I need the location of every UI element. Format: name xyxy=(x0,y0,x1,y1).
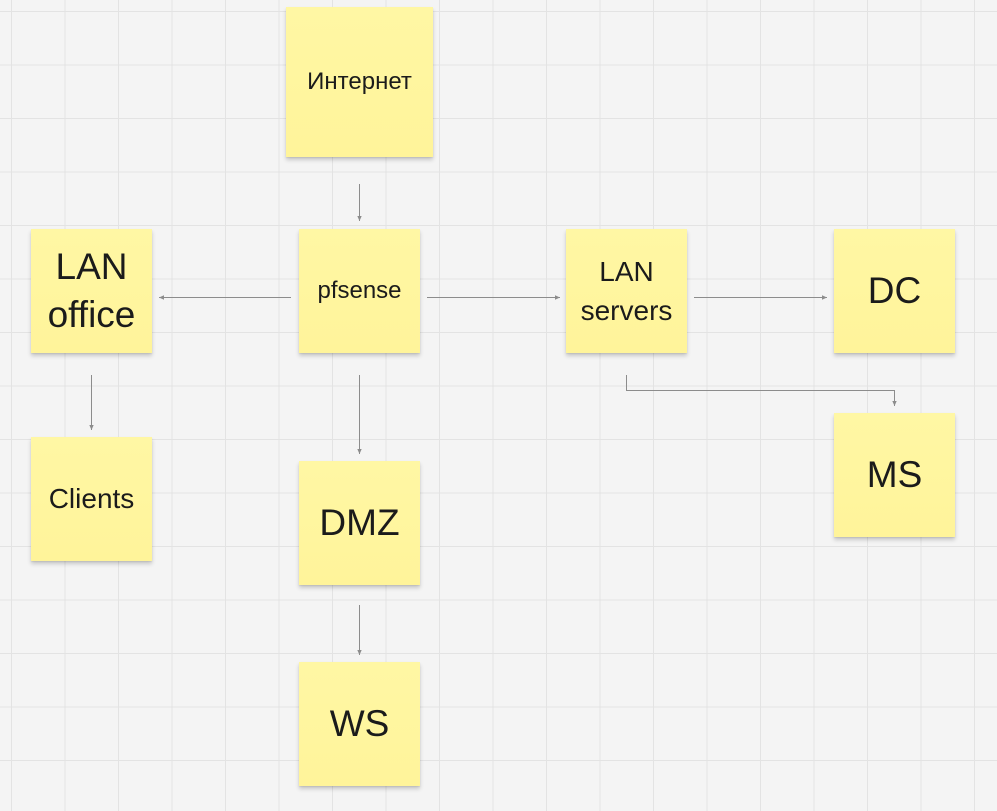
sticky-note-label: LAN servers xyxy=(580,255,673,326)
sticky-note-lan-servers[interactable]: LAN servers xyxy=(566,229,687,353)
sticky-note-ms[interactable]: MS xyxy=(834,413,955,537)
sticky-note-label: WS xyxy=(329,702,390,744)
sticky-note-internet[interactable]: Интернет xyxy=(286,7,433,157)
sticky-note-ws[interactable]: WS xyxy=(299,662,420,786)
sticky-note-label: DC xyxy=(867,269,922,311)
edge-lan-servers-ms[interactable] xyxy=(626,375,897,406)
sticky-note-lan-office[interactable]: LAN office xyxy=(31,229,152,353)
sticky-note-label: LAN office xyxy=(47,245,136,335)
sticky-note-clients[interactable]: Clients xyxy=(31,437,152,561)
sticky-note-pfsense[interactable]: pfsense xyxy=(299,229,420,353)
sticky-note-label: Интернет xyxy=(307,67,412,95)
sticky-note-dc[interactable]: DC xyxy=(834,229,955,353)
sticky-note-label: pfsense xyxy=(317,276,402,304)
sticky-note-label: DMZ xyxy=(319,501,400,543)
sticky-note-label: MS xyxy=(866,453,923,495)
sticky-note-label: Clients xyxy=(48,483,135,515)
sticky-note-dmz[interactable]: DMZ xyxy=(299,461,420,585)
